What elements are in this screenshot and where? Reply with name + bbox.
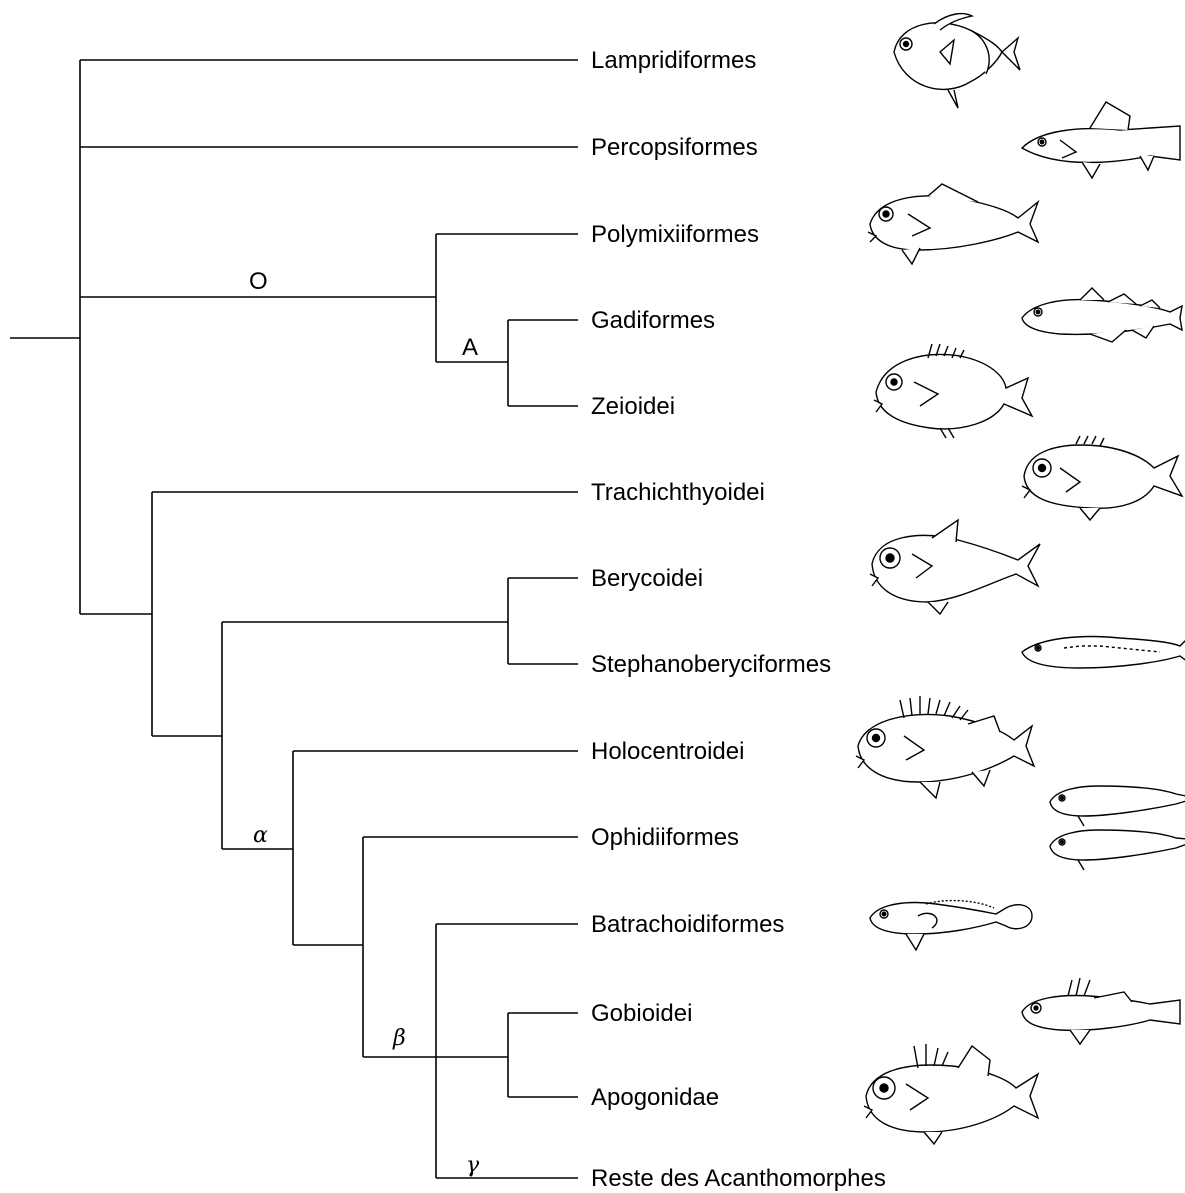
- taxon-label: Reste des Acanthomorphes: [591, 1165, 886, 1192]
- fish-trachichthys-icon: [1022, 436, 1182, 520]
- fish-zeioid-icon: [874, 344, 1032, 438]
- taxon-label: Apogonidae: [591, 1084, 719, 1111]
- fish-cusk-eel-icon: [1050, 786, 1185, 826]
- fish-stephanoberyx-icon: [1022, 637, 1185, 668]
- fish-cod-icon: [1022, 288, 1182, 342]
- fish-polymixia-icon: [868, 184, 1038, 264]
- fish-squirrelfish-icon: [856, 696, 1034, 798]
- fish-percopsis-icon: [1022, 102, 1180, 178]
- taxon-label: Trachichthyoidei: [591, 479, 765, 506]
- fish-lampris-icon: [894, 14, 1020, 108]
- tree-branches: [10, 60, 578, 1178]
- fish-toadfish-icon: [870, 901, 1032, 950]
- taxon-label: Gobioidei: [591, 1000, 692, 1027]
- taxon-label: Stephanoberyciformes: [591, 651, 831, 678]
- taxon-label: Ophidiiformes: [591, 824, 739, 851]
- taxon-label: Holocentroidei: [591, 738, 744, 765]
- taxon-label: Batrachoidiformes: [591, 911, 784, 938]
- node-label-o: O: [249, 268, 268, 295]
- node-label-a: A: [462, 334, 478, 361]
- taxon-label: Polymixiiformes: [591, 221, 759, 248]
- fish-goby-icon: [1022, 978, 1180, 1044]
- taxon-label: Gadiformes: [591, 307, 715, 334]
- taxon-label: Berycoidei: [591, 565, 703, 592]
- taxon-label: Lampridiformes: [591, 47, 756, 74]
- node-label-beta: β: [392, 1026, 406, 1051]
- fish-cusk-eel-icon: [1050, 830, 1185, 870]
- fish-cardinalfish-icon: [864, 1044, 1038, 1144]
- taxon-label: Zeioidei: [591, 393, 675, 420]
- node-label-gamma: γ: [466, 1153, 480, 1178]
- taxon-label: Percopsiformes: [591, 134, 758, 161]
- fish-beryx-icon: [870, 520, 1040, 614]
- node-label-alpha: α: [253, 823, 268, 848]
